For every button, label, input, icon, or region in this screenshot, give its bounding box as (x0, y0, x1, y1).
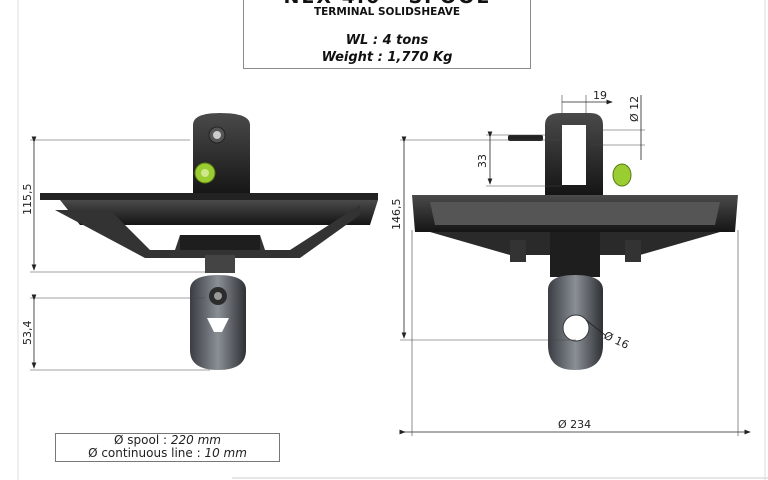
line-label: Ø continuous line : (88, 446, 205, 460)
dim-hole-diameter: Ø 16 (602, 329, 631, 352)
spool-value: 220 mm (170, 433, 221, 447)
dim-left-total: 115,5 (21, 184, 34, 216)
dim-pin-diameter: Ø 12 (628, 96, 641, 122)
dim-right-width-top: 19 (593, 89, 607, 102)
weight: Weight : 1,770 Kg (321, 50, 453, 65)
dim-overall-diameter: Ø 234 (558, 418, 591, 431)
front-view (30, 113, 378, 371)
pin-icon (612, 163, 632, 187)
title-block: NEX 4.0 - SPOOL TERMINAL SOLIDSHEAVE WL … (243, 0, 531, 69)
spec-note: Ø spool : 220 mm Ø continuous line : 10 … (55, 433, 280, 462)
working-load: WL : 4 tons (345, 33, 429, 48)
spool-label: Ø spool : (114, 433, 171, 447)
side-view (399, 95, 751, 436)
dim-left-lower: 53,4 (21, 321, 34, 346)
dim-right-total: 146,5 (390, 199, 403, 231)
product-subtitle: TERMINAL SOLIDSHEAVE (313, 6, 461, 18)
product-name: NEX 4.0 - SPOOL (244, 0, 530, 8)
dim-pin-height: 33 (476, 154, 489, 168)
line-value: 10 mm (204, 446, 247, 460)
